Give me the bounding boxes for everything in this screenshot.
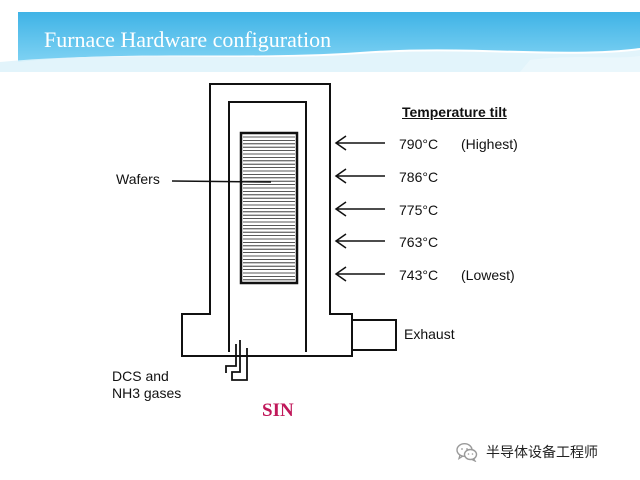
exhaust-label: Exhaust (404, 326, 455, 342)
zone-arrow-4 (334, 233, 385, 249)
zone-temp-5: 743°C (399, 267, 439, 283)
zone-temp-4: 763°C (399, 234, 439, 250)
wechat-icon (456, 442, 478, 462)
zone-arrow-5 (334, 266, 385, 282)
temperature-arrows (334, 135, 385, 282)
zone-temp-1: 790°C (399, 136, 439, 152)
zone-note-1: (Highest) (461, 136, 518, 152)
watermark-text: 半导体设备工程师 (486, 445, 598, 461)
slide-header: Furnace Hardware configuration (0, 0, 640, 72)
zone-temp-3: 775°C (399, 202, 439, 218)
furnace-outer-shell (181, 83, 353, 357)
header-band (0, 12, 640, 72)
gas-label-line1: DCS and (112, 368, 169, 384)
watermark: 半导体设备工程师 (456, 441, 598, 463)
zone-temp-2: 786°C (399, 169, 439, 185)
header-wave-light (0, 50, 640, 72)
gas-pipe-inner (225, 344, 237, 373)
wafers-leader-line (171, 180, 272, 183)
zone-arrow-1 (334, 135, 385, 151)
zone-arrow-2 (334, 168, 385, 184)
header-wave-corner (520, 56, 640, 72)
process-tube (228, 101, 307, 352)
wafers-label: Wafers (116, 171, 160, 187)
process-label: SIN (262, 400, 294, 421)
temperature-tilt-heading: Temperature tilt (402, 104, 507, 120)
gas-label-line2: NH3 gases (112, 385, 182, 401)
gas-pipe-outer (231, 340, 248, 381)
wafer-stack (243, 136, 295, 281)
wafer-boat (239, 131, 299, 285)
header-wave (18, 12, 640, 62)
zone-note-5: (Lowest) (461, 267, 515, 283)
exhaust-pipe (352, 319, 397, 351)
zone-arrow-3 (334, 201, 385, 217)
slide-title: Furnace Hardware configuration (44, 27, 332, 52)
